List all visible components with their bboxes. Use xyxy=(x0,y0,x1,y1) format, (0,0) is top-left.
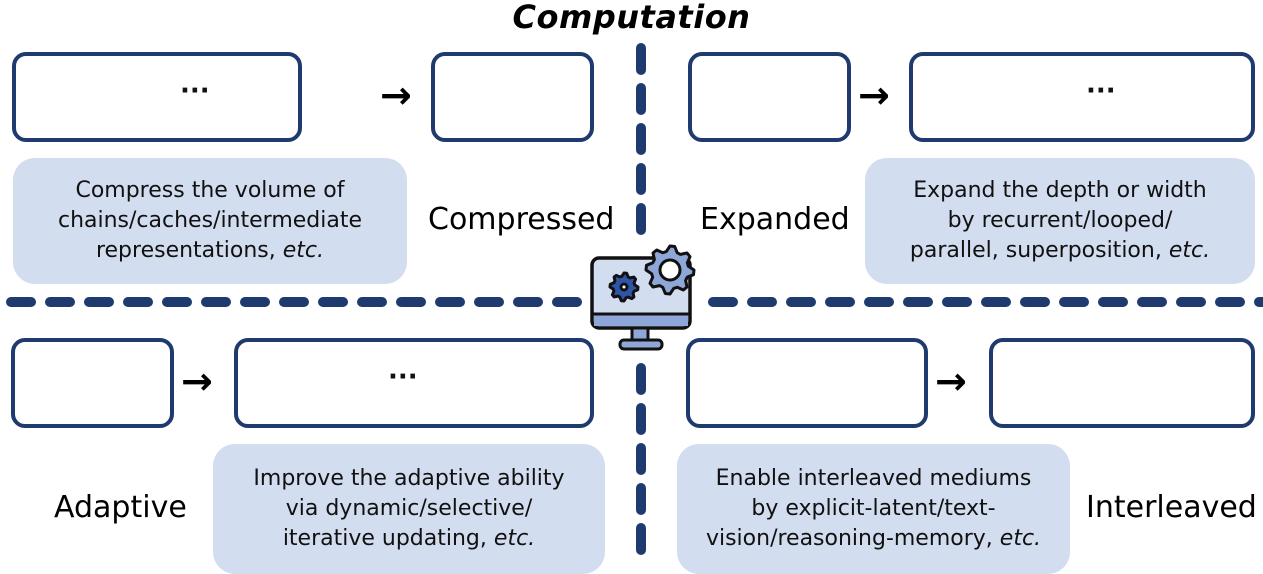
monitor-neck xyxy=(630,326,650,342)
large-gear-icon-hole xyxy=(658,258,682,282)
description-line: representations, xyxy=(95,238,276,263)
ellipsis: ··· xyxy=(1086,76,1116,106)
expanded-description: Expand the depth or width by recurrent/l… xyxy=(865,158,1255,284)
ellipsis: ··· xyxy=(388,362,418,392)
description-line: Improve the adaptive ability xyxy=(253,466,565,491)
monitor-stand xyxy=(618,338,664,351)
compressed-description: Compress the volume of chains/caches/int… xyxy=(13,158,407,284)
description-line: by recurrent/looped/ xyxy=(947,208,1173,233)
compressed-input-box xyxy=(12,52,302,142)
description-line: vision/reasoning-memory, xyxy=(705,526,993,551)
interleaved-label: Interleaved xyxy=(1086,490,1257,525)
adaptive-output-box xyxy=(234,338,594,428)
description-line: Compress the volume of xyxy=(75,178,345,203)
monitor-bezel xyxy=(594,314,688,326)
adaptive-input-box xyxy=(11,338,174,428)
etc-text: etc. xyxy=(282,238,325,263)
interleaved-output-box xyxy=(989,338,1255,428)
description-line: by explicit-latent/text- xyxy=(751,496,996,521)
interleaved-description: Enable interleaved mediums by explicit-l… xyxy=(677,444,1070,574)
arrow-icon: → xyxy=(380,73,412,117)
adaptive-label: Adaptive xyxy=(54,490,187,525)
compressed-output-box xyxy=(431,52,594,142)
description-line: parallel, superposition, xyxy=(909,238,1162,263)
description-line: Enable interleaved mediums xyxy=(715,466,1032,491)
expanded-input-box xyxy=(688,52,851,142)
etc-text: etc. xyxy=(1168,238,1211,263)
description-line: iterative updating, xyxy=(282,526,487,551)
interleaved-input-box xyxy=(686,338,928,428)
compressed-label: Compressed xyxy=(428,202,615,237)
etc-text: etc. xyxy=(493,526,536,551)
small-gear-icon-hole xyxy=(619,282,629,292)
description-line: chains/caches/intermediate xyxy=(57,208,363,233)
arrow-icon: → xyxy=(181,359,213,403)
computer-gears-icon xyxy=(590,244,696,351)
description-line: via dynamic/selective/ xyxy=(285,496,533,521)
quadrant-dividers xyxy=(6,43,1263,555)
description-line: Expand the depth or width xyxy=(913,178,1207,203)
expanded-label: Expanded xyxy=(700,202,850,237)
ellipsis: ··· xyxy=(180,76,210,106)
expanded-output-box xyxy=(909,52,1255,142)
adaptive-description: Improve the adaptive ability via dynamic… xyxy=(213,444,605,574)
etc-text: etc. xyxy=(999,526,1042,551)
diagram-title: Computation xyxy=(512,0,751,36)
arrow-icon: → xyxy=(858,73,890,117)
arrow-icon: → xyxy=(935,359,967,403)
